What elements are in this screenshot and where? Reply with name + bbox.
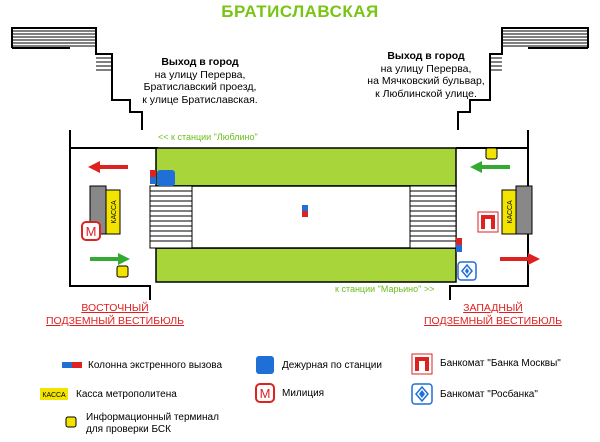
legend-duty-label: Дежурная по станции (282, 360, 382, 371)
track-top (155, 147, 457, 187)
emergency-column-left-blue (150, 177, 156, 184)
exit-info-left: Выход в город на улицу Перерва, Братисла… (120, 56, 280, 106)
stairs-exit-left (96, 57, 112, 71)
exit-right-line: на Мячковский бульвар, (367, 75, 485, 87)
exit-right-heading: Выход в город (387, 50, 465, 62)
police-left-letter: M (86, 224, 97, 239)
vestibule-east: ВОСТОЧНЫЙ ПОДЗЕМНЫЙ ВЕСТИБЮЛЬ (20, 302, 210, 328)
station-title: БРАТИСЛАВСКАЯ (221, 2, 379, 21)
exit-left-line: Братиславский проезд, (143, 81, 257, 93)
legend-kassa-icon (40, 388, 68, 400)
legend-emergency-icon (62, 362, 82, 368)
stairs-exit-right (490, 57, 502, 71)
legend-terminal-line: Информационный терминал (86, 412, 219, 423)
legend-duty-icon (256, 356, 274, 374)
kassa-right-label: КАССА (507, 200, 514, 224)
exit-info-right: Выход в город на улицу Перерва, на Мячко… (352, 50, 500, 100)
exit-left-heading: Выход в город (161, 56, 239, 68)
terminal-right (485, 147, 498, 160)
legend-police-label: Милиция (282, 388, 325, 399)
duty-station-left (157, 170, 175, 186)
emergency-column-right (456, 238, 462, 245)
legend-rosbank-label: Банкомат "Росбанка" (440, 389, 538, 400)
arrow-exit-right (500, 253, 540, 265)
exit-right-line: на улицу Перерва, (380, 62, 472, 75)
vestibule-east-line: ПОДЗЕМНЫЙ ВЕСТИБЮЛЬ (45, 315, 185, 327)
arrow-exit-left (88, 161, 128, 173)
escalator-left (149, 185, 193, 249)
vestibule-west-line: ЗАПАДНЫЙ (463, 302, 523, 314)
vestibule-west: ЗАПАДНЫЙ ПОДЗЕМНЫЙ ВЕСТИБЮЛЬ (398, 302, 588, 328)
direction-lublino: << к станции "Люблино" (158, 132, 258, 142)
direction-marino: к станции "Марьино" >> (335, 284, 435, 294)
atm-bank-moscow-right (477, 211, 499, 233)
exit-right-line: к Люблинской улице. (375, 87, 477, 100)
exit-left-line: к улице Братиславская. (142, 93, 258, 106)
kassa-box-right (515, 185, 533, 235)
terminal-left (116, 265, 129, 278)
legend-bank-moscow-icon (411, 353, 433, 375)
atm-rosbank-right (457, 261, 477, 281)
emergency-column-center (302, 205, 308, 211)
emergency-column-right-blue (456, 245, 462, 252)
legend-terminal-icon (65, 416, 77, 428)
kassa-left (105, 189, 121, 235)
legend-emergency-label: Колонна экстренного вызова (88, 360, 223, 371)
stairs-top-left (12, 30, 96, 47)
vestibule-west-line: ПОДЗЕМНЫЙ ВЕСТИБЮЛЬ (423, 315, 563, 327)
arrow-entry-right (470, 161, 510, 173)
legend-police-letter: M (260, 386, 271, 401)
emergency-column-center-red (302, 211, 308, 217)
exit-left-line: на улицу Перерва, (154, 68, 246, 81)
vestibule-east-line: ВОСТОЧНЫЙ (81, 302, 149, 314)
legend-kassa-label: Касса метрополитена (76, 389, 177, 400)
legend-rosbank-icon (411, 383, 433, 405)
stairs-top-right (502, 30, 588, 47)
legend-kassa-badge: КАССА (42, 392, 66, 399)
escalator-right (409, 185, 457, 249)
legend-terminal-label: Информационный терминал для проверки БСК (86, 412, 219, 436)
kassa-left-label: КАССА (111, 200, 118, 224)
legend-bank-moscow-label: Банкомат "Банка Москвы" (440, 358, 561, 369)
police-left (81, 221, 101, 241)
legend-police-icon (255, 383, 275, 403)
legend-terminal-line: для проверки БСК (86, 424, 171, 435)
track-bottom (155, 247, 457, 283)
emergency-column-left (150, 170, 156, 177)
arrow-entry-left (90, 253, 130, 265)
